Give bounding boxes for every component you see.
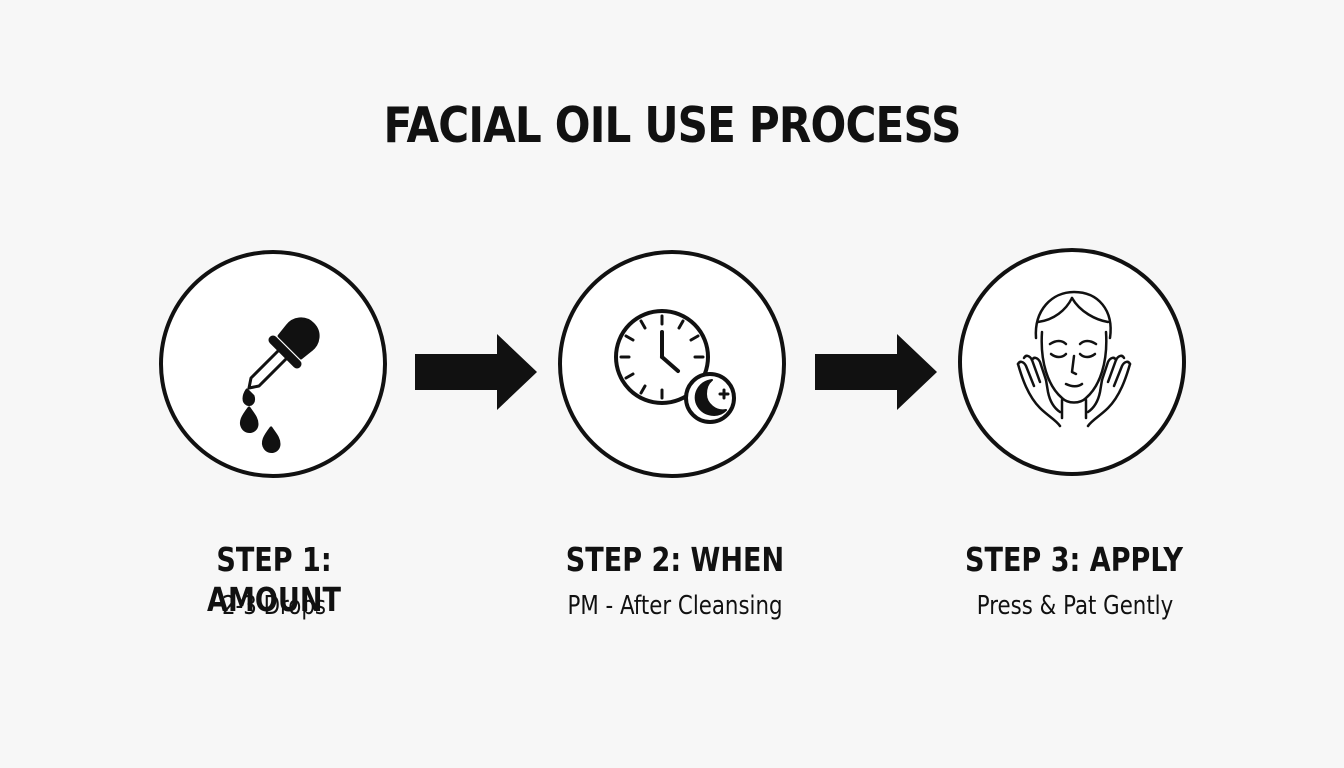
clock-moon-icon — [614, 309, 736, 424]
step-3-description: Press & Pat Gently — [976, 591, 1174, 621]
step-1-label: STEP 1: AMOUNT — [207, 540, 341, 619]
step-2-label: STEP 2: WHEN — [565, 540, 785, 579]
step-2-circle — [558, 250, 786, 478]
step-1-description: 2-3 Drops — [221, 591, 326, 621]
diagram-title: FACIAL OIL USE PROCESS — [383, 97, 961, 154]
dropper-icon — [239, 317, 320, 453]
arrow-right-icon — [815, 334, 937, 410]
step-3-circle — [958, 248, 1186, 476]
step-3-label: STEP 3: APPLY — [965, 540, 1183, 579]
step-2-description: PM - After Cleansing — [567, 591, 783, 621]
face-hands-icon — [1016, 290, 1132, 428]
step-1-circle — [159, 250, 387, 478]
arrow-right-icon — [415, 334, 537, 410]
